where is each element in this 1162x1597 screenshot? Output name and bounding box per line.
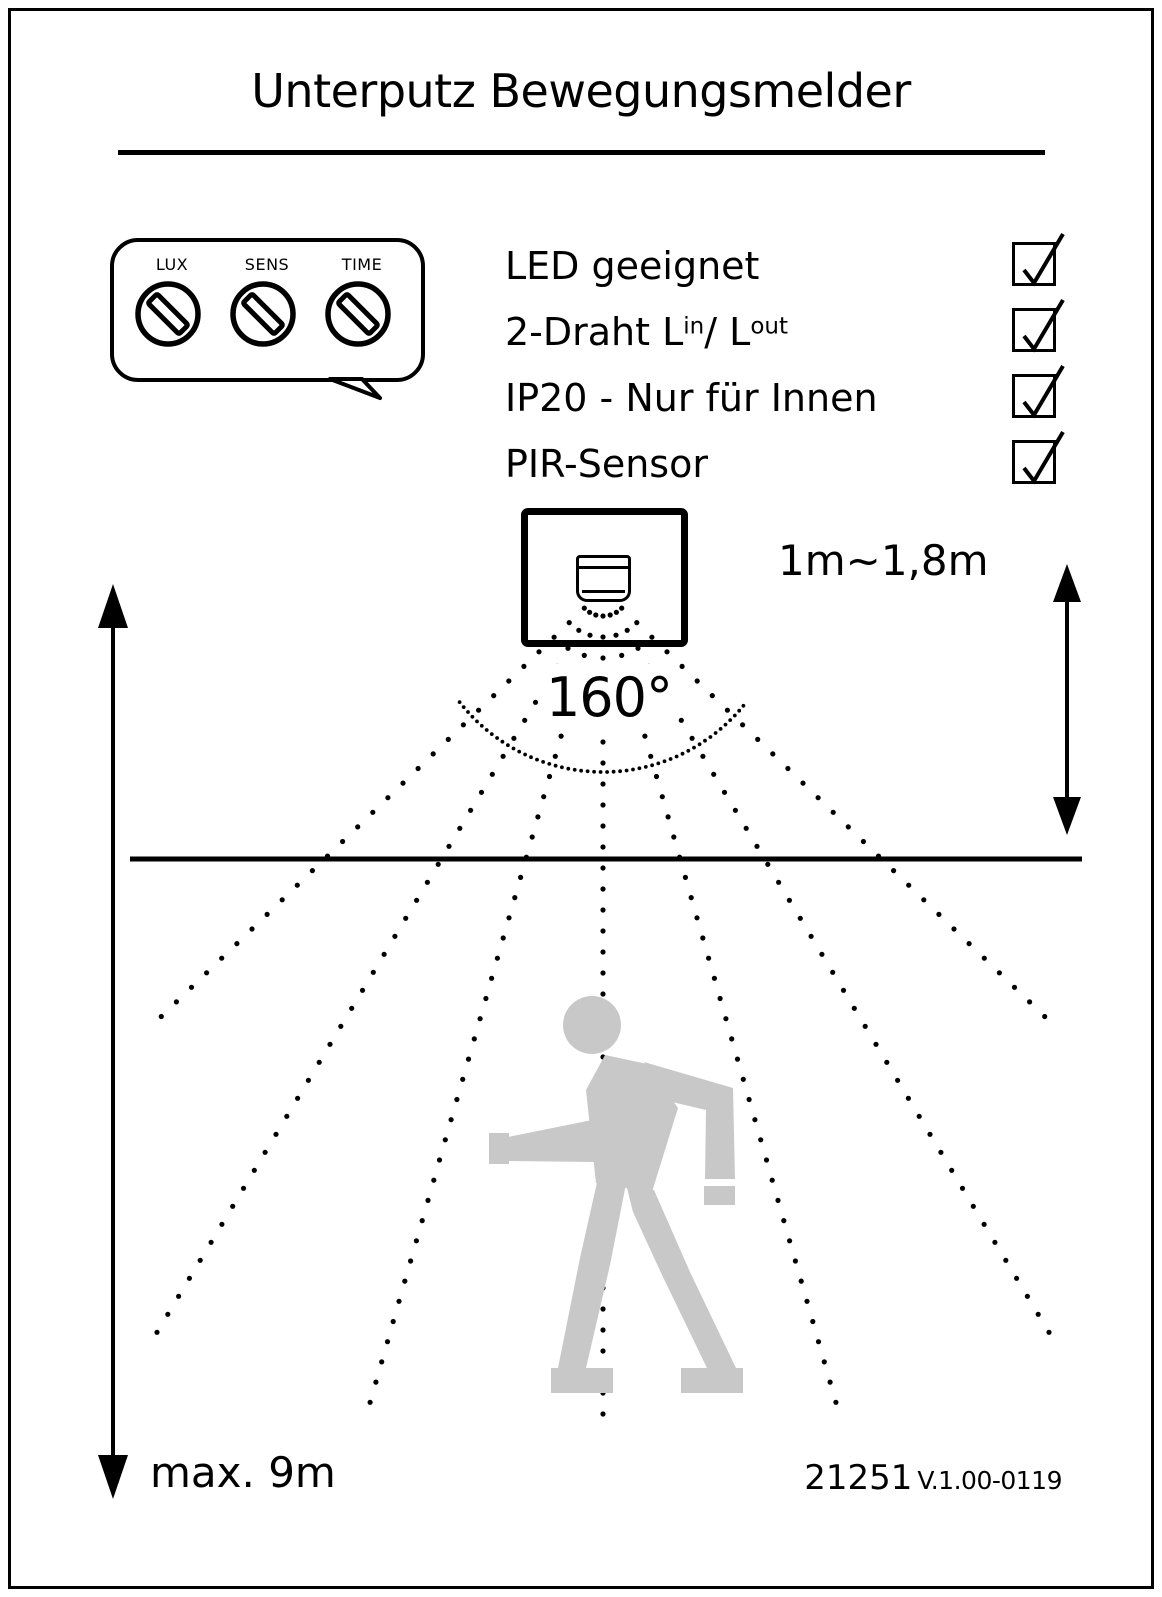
walking-person-figure [489,996,743,1393]
detection-beams [154,605,1052,1417]
checkmark-icon [1022,232,1065,287]
detection-angle-label: 160° [540,664,678,731]
feature-pir: PIR-Sensor [505,442,708,486]
checkmark-icon [1022,298,1065,353]
page-border [8,8,1154,1589]
mounting-height-label: 1m~1,8m [778,536,989,585]
article-number: 21251 [804,1458,913,1498]
knob-panel-bubble: LUX SENS TIME [110,238,425,400]
checkbox-led [1012,232,1065,287]
footer: 21251 V.1.00-0119 [804,1458,1062,1498]
feature-led: LED geeignet [505,244,760,288]
sens-knob-icon [230,281,296,347]
knob-label-time: TIME [341,255,383,274]
checkmark-icon [1022,364,1065,419]
knob-label-lux: LUX [155,255,189,274]
checkbox-pir [1012,430,1065,485]
angle-arc [457,700,746,774]
version-number: V.1.00-0119 [917,1466,1062,1495]
feature-two-wire: 2-Draht Lin/ Lout [505,310,788,354]
lux-knob-icon [135,281,201,347]
max-range-label: max. 9m [150,1448,336,1497]
checkbox-two-wire [1012,298,1065,353]
mounting-height-arrow [1053,564,1081,835]
sensor-device-icon [576,555,631,602]
title-divider [118,150,1045,155]
max-range-arrow [98,584,128,1499]
feature-ip20: IP20 - Nur für Innen [505,376,878,420]
checkmark-icon [1022,430,1065,485]
time-knob-icon [325,281,391,347]
sensor-housing-box [521,508,688,647]
speech-bubble-tail [328,377,382,400]
knob-label-sens: SENS [244,255,290,274]
checkbox-ip20 [1012,364,1065,419]
page-title: Unterputz Bewegungsmelder [251,64,911,118]
